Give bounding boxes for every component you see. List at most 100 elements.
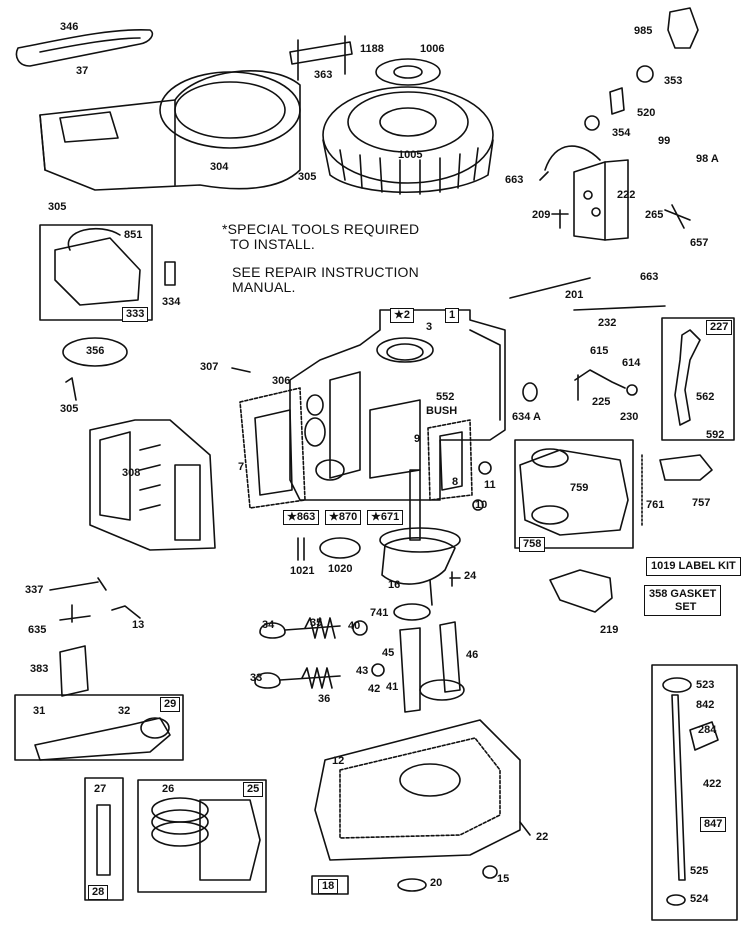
part-label-305-a: 305: [298, 171, 317, 183]
part-741-gear: [393, 603, 431, 713]
gasket-set-box: 358 GASKET SET: [644, 585, 722, 617]
part-label-37: 37: [76, 65, 89, 77]
part-label-337: 337: [25, 584, 44, 596]
part-label-3: 3: [426, 321, 433, 333]
part-label-614: 614: [622, 357, 641, 369]
box-29: [14, 694, 184, 761]
part-label-635: 635: [28, 624, 47, 636]
box-label-671: ★671: [367, 510, 404, 525]
box-333: [39, 224, 153, 321]
part-label-1005: 1005: [398, 149, 423, 161]
box-18: [311, 875, 349, 895]
part-label-523: 523: [696, 679, 715, 691]
box-25: [137, 779, 267, 893]
box-label-1: 1: [445, 308, 460, 323]
part-label-304: 304: [210, 161, 229, 173]
part-label-1006: 1006: [420, 43, 445, 55]
part-label-1188: 1188: [360, 43, 384, 55]
box-label-847: 847: [700, 817, 727, 832]
part-label-8: 8: [452, 476, 459, 488]
part-985: [667, 7, 699, 49]
box-758: [514, 439, 634, 549]
part-label-34: 34: [262, 619, 275, 631]
part-201-link: [509, 277, 591, 299]
box-label-227: 227: [706, 320, 733, 335]
part-label-20: 20: [430, 877, 443, 889]
box-label-758: 758: [519, 537, 546, 552]
part-label-1021: 1021: [290, 565, 315, 577]
part-label-46: 46: [466, 649, 479, 661]
part-304-blower-housing: [39, 70, 301, 191]
part-label-663-b: 663: [640, 271, 659, 283]
part-222-bracket: [544, 145, 629, 241]
part-label-524: 524: [690, 893, 709, 905]
part-label-1020: 1020: [328, 563, 353, 575]
part-label-bush: BUSH: [426, 405, 458, 417]
part-label-43: 43: [356, 665, 369, 677]
box-dipstick: [651, 664, 738, 921]
part-label-354: 354: [612, 127, 631, 139]
part-1005-flywheel: [322, 86, 494, 195]
special-tools-note: *SPECIAL TOOLS REQUIRED TO INSTALL.: [222, 221, 420, 252]
part-label-13: 13: [132, 619, 145, 631]
part-label-32: 32: [118, 705, 131, 717]
part-label-27: 27: [94, 783, 107, 795]
part-9-breather: [427, 419, 473, 501]
part-label-346: 346: [60, 21, 79, 33]
part-label-10: 10: [475, 499, 488, 511]
box-label-333: 333: [122, 307, 149, 322]
part-label-41: 41: [386, 681, 399, 693]
box-label-870: ★870: [325, 510, 362, 525]
part-label-759: 759: [570, 482, 589, 494]
part-1-cylinder-block: [289, 309, 506, 501]
part-label-209: 209: [532, 209, 551, 221]
part-label-222: 222: [617, 189, 636, 201]
part-label-422: 422: [703, 778, 722, 790]
part-label-761: 761: [646, 499, 665, 511]
part-label-33: 33: [250, 672, 263, 684]
part-363-bracket: [289, 41, 353, 65]
box-label-2: ★2: [390, 308, 414, 323]
part-16-crankshaft: [379, 469, 461, 606]
part-label-520: 520: [637, 107, 656, 119]
part-37-cover: [15, 28, 154, 67]
part-label-40: 40: [348, 620, 361, 632]
box-label-28: 28: [88, 885, 109, 900]
part-label-42: 42: [368, 683, 381, 695]
part-label-230: 230: [620, 411, 639, 423]
box-227: [661, 317, 735, 441]
part-label-305-c: 305: [60, 403, 79, 415]
part-label-35: 35: [310, 617, 323, 629]
part-label-98a: 98 A: [696, 153, 719, 165]
part-33-valve: [254, 672, 341, 689]
part-label-634a: 634 A: [512, 411, 541, 423]
box-label-29: 29: [160, 697, 181, 712]
part-label-16: 16: [388, 579, 401, 591]
part-label-657: 657: [690, 237, 709, 249]
part-label-265: 265: [645, 209, 664, 221]
part-label-11: 11: [484, 479, 496, 491]
part-308-cylinder-head: [89, 419, 216, 551]
part-label-12: 12: [332, 755, 345, 767]
part-label-219: 219: [600, 624, 619, 636]
part-label-353: 353: [664, 75, 683, 87]
part-label-7: 7: [238, 461, 245, 473]
part-label-334: 334: [162, 296, 181, 308]
part-label-15: 15: [497, 873, 510, 885]
box-28: [84, 777, 124, 901]
part-356-seal: [62, 337, 128, 367]
part-label-31: 31: [33, 705, 46, 717]
label-kit-box: 1019 LABEL KIT: [646, 557, 741, 576]
part-label-592: 592: [706, 429, 725, 441]
part-1006: [375, 58, 441, 86]
part-7-gasket: [239, 387, 306, 509]
part-383-sleeve: [59, 645, 89, 697]
part-label-36: 36: [318, 693, 331, 705]
part-label-9: 9: [414, 433, 421, 445]
part-label-663-a: 663: [505, 174, 524, 186]
part-label-308: 308: [122, 467, 141, 479]
part-label-525: 525: [690, 865, 709, 877]
part-label-356: 356: [86, 345, 105, 357]
part-label-851: 851: [124, 229, 143, 241]
